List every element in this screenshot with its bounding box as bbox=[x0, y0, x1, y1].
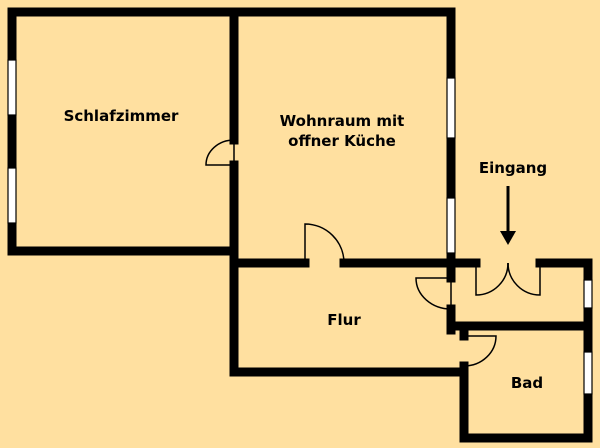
doors bbox=[205, 139, 541, 367]
window-living-upper bbox=[446, 77, 456, 139]
windows bbox=[7, 59, 593, 395]
door-entrance bbox=[475, 262, 541, 296]
window-living-lower bbox=[446, 197, 456, 254]
window-bedroom-lower bbox=[7, 167, 17, 224]
walls bbox=[7, 7, 593, 443]
label-living-line2: offner Küche bbox=[288, 132, 396, 150]
door-bedroom bbox=[205, 139, 235, 166]
door-bath bbox=[463, 335, 497, 367]
label-living-line1: Wohnraum mit bbox=[280, 112, 405, 130]
door-hall-vestibule bbox=[415, 277, 452, 310]
label-entrance: Eingang bbox=[479, 159, 547, 177]
door-living-hall bbox=[304, 223, 345, 264]
window-bedroom-upper bbox=[7, 59, 17, 116]
entrance-arrow bbox=[500, 186, 516, 245]
label-bedroom: Schlafzimmer bbox=[64, 107, 179, 125]
window-bath bbox=[583, 351, 593, 395]
window-vestibule bbox=[583, 279, 593, 309]
label-hall: Flur bbox=[327, 311, 361, 329]
label-bath: Bad bbox=[511, 374, 543, 392]
